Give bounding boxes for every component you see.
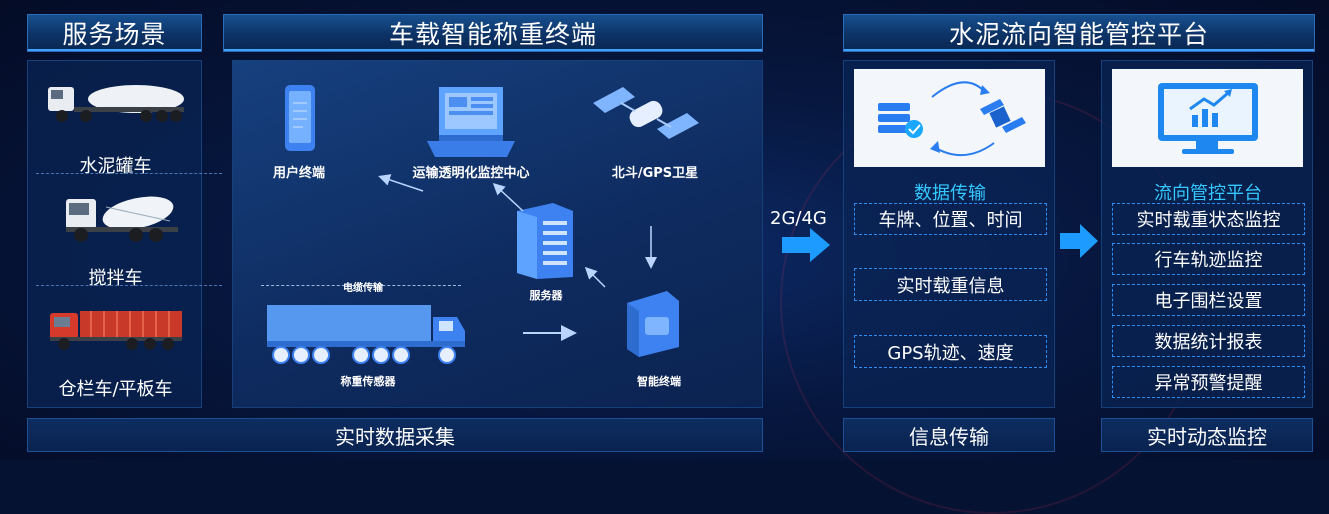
vehicle-divider — [36, 173, 222, 174]
terminal-diagram-panel: 用户终端 运输透明化监控中心 北斗/GPS卫星 服务器 — [232, 60, 763, 408]
transmission-item: 车牌、位置、时间 — [854, 203, 1047, 235]
vehicle-item-flatbed[interactable]: 仓栏车/平板车 — [43, 305, 188, 401]
transmission-item: GPS轨迹、速度 — [854, 335, 1047, 368]
header-scenario: 服务场景 — [27, 14, 202, 52]
arrow-right-icon — [782, 228, 830, 262]
monitor-center-label: 运输透明化监控中心 — [412, 166, 530, 181]
monitor-chart-icon — [1158, 83, 1258, 154]
flow-arrows — [378, 174, 657, 341]
smart-terminal-label: 智能终端 — [637, 375, 681, 388]
phone-icon — [285, 85, 315, 151]
user-terminal-label: 用户终端 — [272, 166, 325, 181]
vehicle-divider — [36, 285, 222, 286]
server-icon — [517, 203, 573, 279]
server-satellite-icon — [878, 81, 1026, 157]
transmission-title: 数据传输 — [914, 183, 986, 204]
header-terminal: 车载智能称重终端 — [223, 14, 763, 52]
footer-monitor: 实时动态监控 — [1101, 418, 1313, 452]
cement-tanker-icon — [47, 85, 184, 122]
satellite-icon — [593, 87, 699, 139]
sensor-truck-icon — [267, 305, 465, 364]
flatbed-truck-icon — [49, 311, 182, 350]
cable-line — [261, 285, 461, 286]
platform-feature-item[interactable]: 行车轨迹监控 — [1112, 243, 1305, 275]
transmission-panel: 数据传输 车牌、位置、时间 实时载重信息 GPS轨迹、速度 — [843, 60, 1055, 408]
laptop-icon — [427, 87, 515, 157]
sensor-label: 称重传感器 — [340, 375, 396, 388]
platform-image — [1112, 69, 1303, 167]
mixer-truck-icon — [65, 196, 178, 242]
footer-transfer: 信息传输 — [843, 418, 1055, 452]
platform-feature-item[interactable]: 实时载重状态监控 — [1112, 203, 1305, 235]
cable-label: 电缆传输 — [343, 283, 383, 294]
network-label: 2G/4G — [770, 208, 827, 229]
vehicle-item-mixer[interactable]: 搅拌车 — [43, 193, 188, 290]
header-platform: 水泥流向智能管控平台 — [843, 14, 1315, 52]
transmission-item: 实时载重信息 — [854, 268, 1047, 301]
vehicle-item-cement-tanker[interactable]: 水泥罐车 — [43, 79, 188, 178]
vehicle-panel: 水泥罐车 搅拌车 仓栏车/平板车 — [27, 60, 222, 408]
platform-feature-item[interactable]: 异常预警提醒 — [1112, 366, 1305, 398]
footer-collect: 实时数据采集 — [27, 418, 763, 452]
vehicle-label: 仓栏车/平板车 — [58, 379, 173, 400]
platform-feature-item[interactable]: 数据统计报表 — [1112, 325, 1305, 357]
satellite-label: 北斗/GPS卫星 — [611, 166, 699, 181]
vehicle-label: 搅拌车 — [88, 268, 143, 289]
server-label: 服务器 — [529, 289, 563, 302]
platform-feature-item[interactable]: 电子围栏设置 — [1112, 284, 1305, 316]
vehicle-label: 水泥罐车 — [79, 156, 152, 177]
arrow-right-icon — [1060, 224, 1098, 258]
platform-panel: 流向管控平台 实时载重状态监控 行车轨迹监控 电子围栏设置 数据统计报表 异常预… — [1101, 60, 1313, 408]
platform-title: 流向管控平台 — [1154, 183, 1262, 204]
smart-terminal-icon — [627, 291, 679, 357]
transmission-image — [854, 69, 1045, 167]
